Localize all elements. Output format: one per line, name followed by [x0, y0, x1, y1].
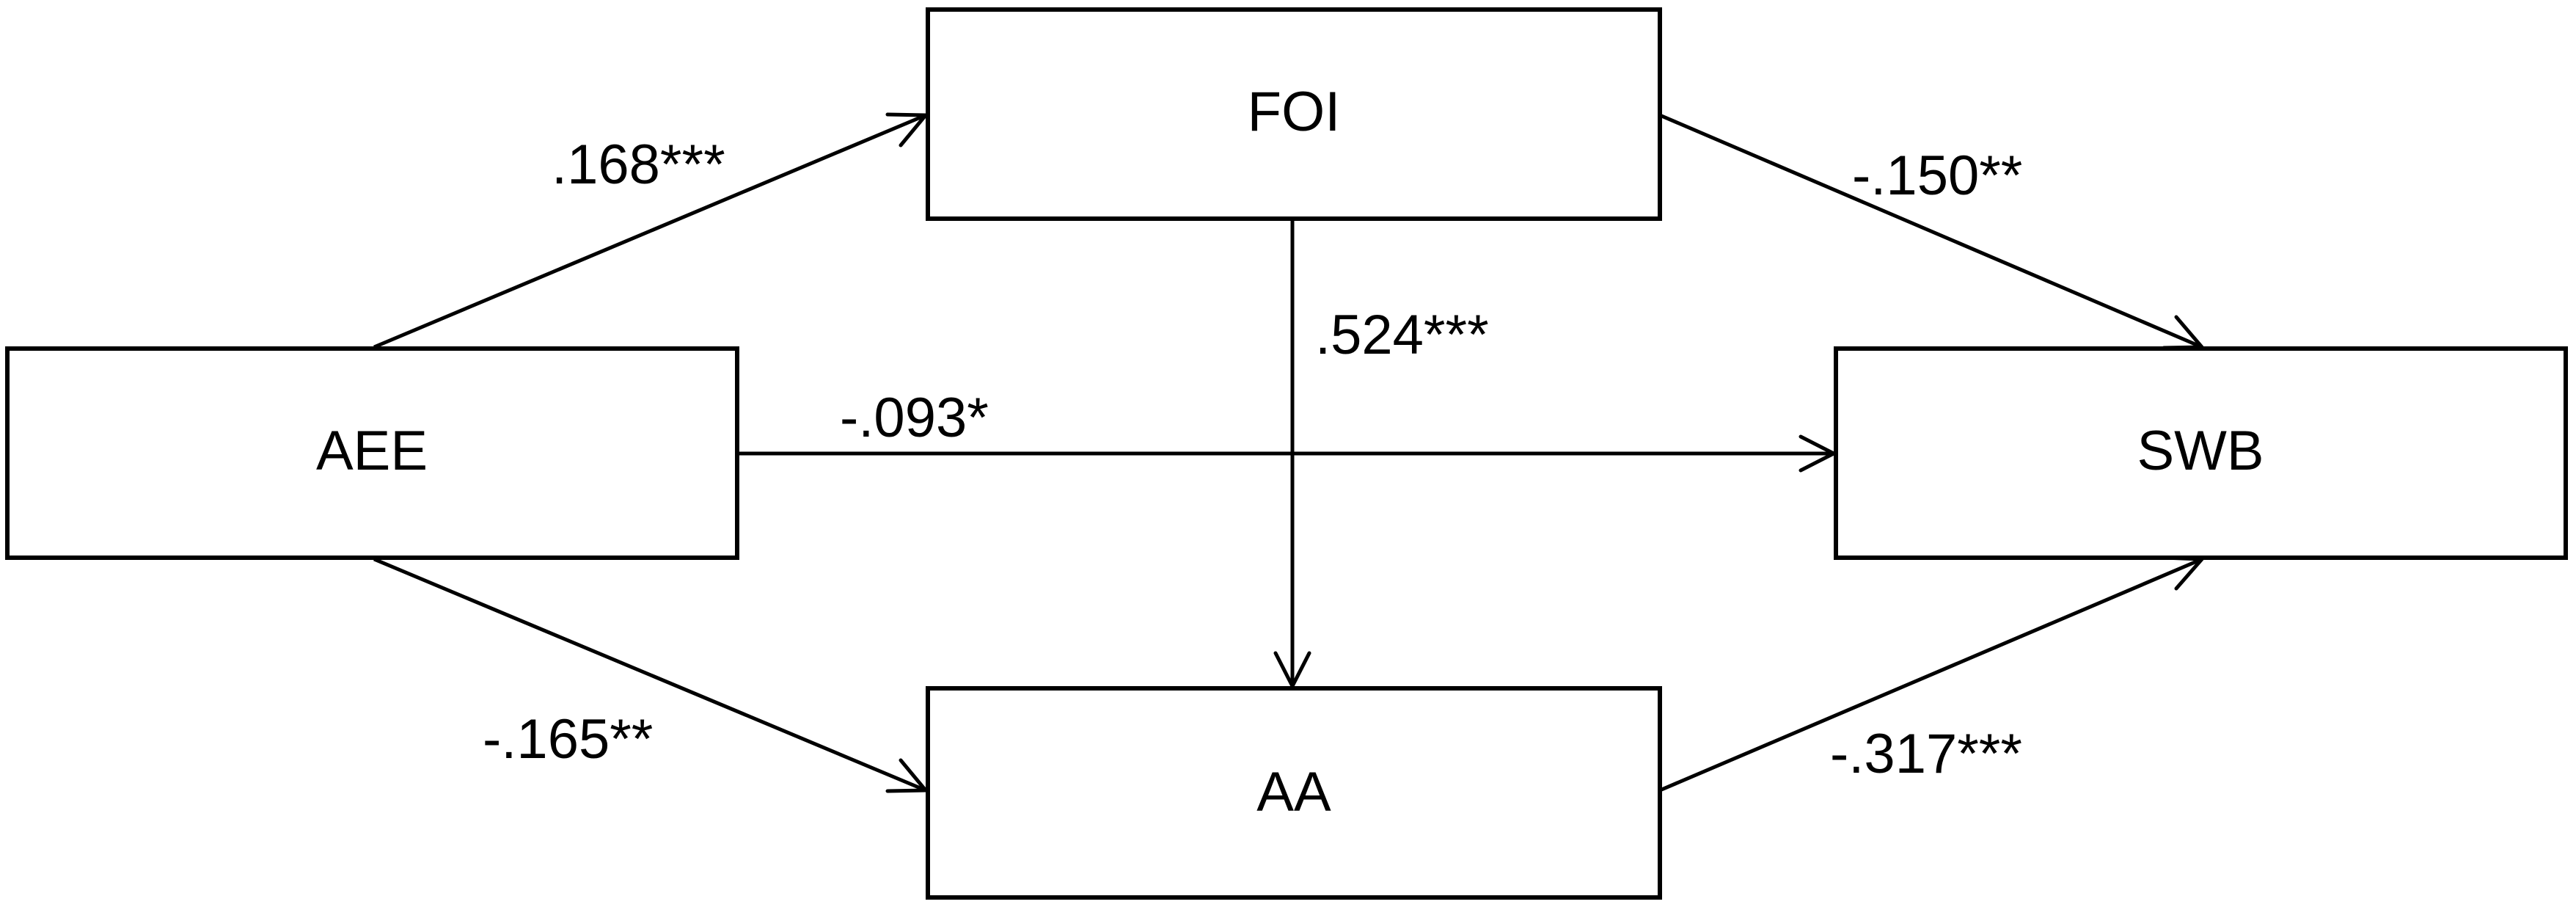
node-foi: FOI [926, 7, 1662, 221]
coef-aee-aa: -.165** [483, 708, 653, 771]
coef-foi-swb: -.150** [1852, 145, 2022, 207]
coef-aee-swb: -.093* [840, 387, 989, 449]
node-foi-label: FOI [1248, 81, 1341, 143]
node-aa-label: AA [1256, 761, 1331, 823]
node-aa: AA [926, 686, 1662, 900]
coef-aa-swb: -.317*** [1830, 723, 2022, 785]
node-aee-label: AEE [316, 420, 428, 482]
coef-foi-aa: .524*** [1315, 304, 1489, 366]
node-aee: AEE [5, 346, 739, 560]
node-swb: SWB [1834, 346, 2568, 560]
node-swb-label: SWB [2137, 420, 2264, 482]
coef-aee-foi: .168*** [552, 134, 725, 196]
